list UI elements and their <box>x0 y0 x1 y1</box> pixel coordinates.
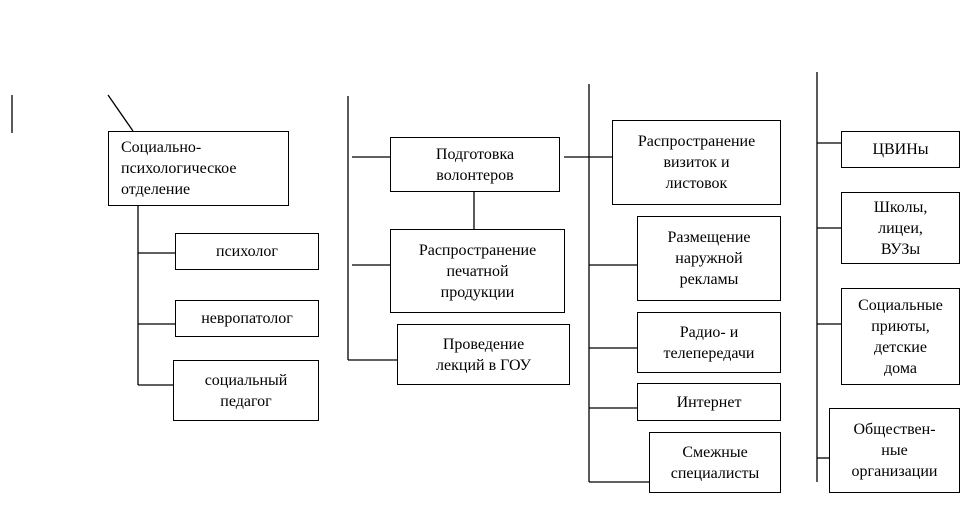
box-psychologist: психолог <box>175 233 319 270</box>
box-neuropathologist: невропатолог <box>175 300 319 337</box>
box-tsvin: ЦВИНы <box>841 131 960 168</box>
stray-diagonal-mark <box>107 94 134 132</box>
box-public-orgs: Обществен- ные организации <box>829 408 960 493</box>
box-schools: Школы, лицеи, ВУЗы <box>841 192 960 264</box>
box-cards-leaflets: Распространение визиток и листовок <box>612 120 781 205</box>
box-social-pedagogue: социальный педагог <box>173 360 319 421</box>
box-related-specialists: Смежные специалисты <box>649 432 781 493</box>
box-internet: Интернет <box>637 383 781 421</box>
box-social-psych-dept: Социально- психологическое отделение <box>108 131 289 206</box>
box-radio-tv: Радио- и телепередачи <box>637 312 781 373</box>
box-shelters: Социальные приюты, детские дома <box>841 288 960 385</box>
box-print-distribution: Распространение печатной продукции <box>390 229 565 313</box>
box-volunteer-training: Подготовка волонтеров <box>390 137 560 192</box>
box-outdoor-ads: Размещение наружной рекламы <box>637 216 781 301</box>
box-lectures-gou: Проведение лекций в ГОУ <box>397 324 570 385</box>
